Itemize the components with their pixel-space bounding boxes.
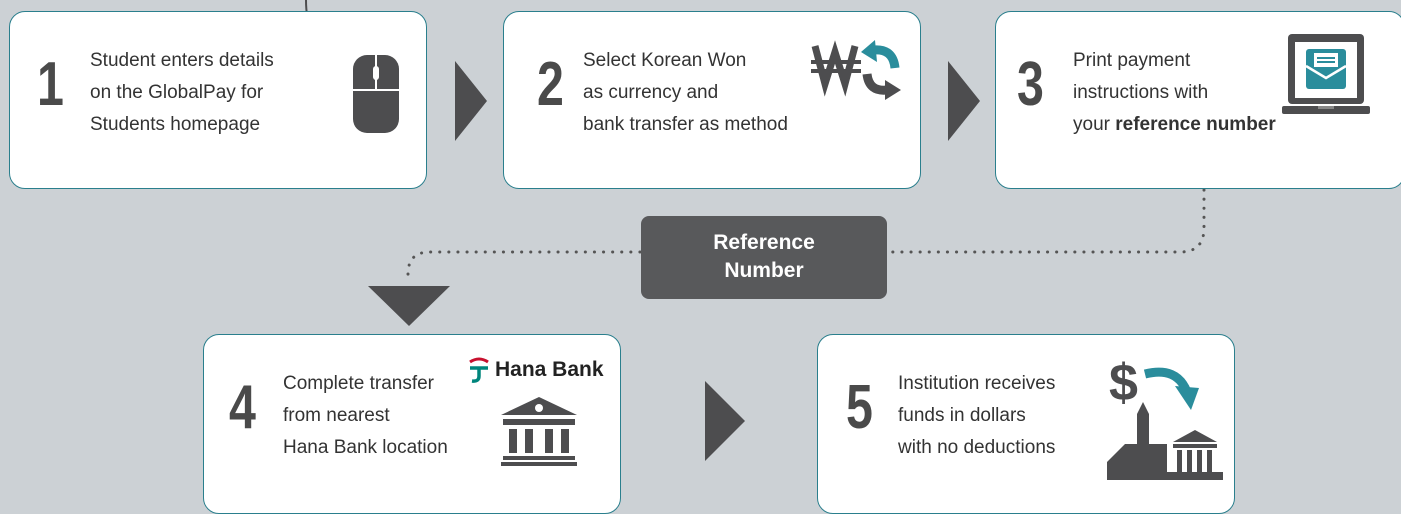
svg-text:$: $: [1109, 354, 1138, 412]
flow-arrow-right: [705, 381, 745, 461]
step-text-line: bank transfer as method: [583, 114, 788, 135]
step-description: Complete transfer from nearest Hana Bank…: [283, 368, 448, 464]
step-text-line: Print payment: [1073, 50, 1191, 71]
step-number: 3: [1017, 50, 1044, 119]
bank-icon: [501, 397, 577, 466]
reference-number-box: Reference Number: [641, 216, 887, 299]
step-text-prefix: your: [1073, 114, 1116, 135]
step-text-line-3: your reference number: [1073, 109, 1276, 141]
reference-label-line2: Number: [724, 259, 804, 282]
step-2-card: 2 Select Korean Won as currency and bank…: [503, 11, 921, 189]
step-text-line: Hana Bank location: [283, 437, 448, 458]
hana-bank-logo-icon: [469, 357, 489, 383]
step-description: Institution receives funds in dollars wi…: [898, 368, 1055, 464]
step-text-line: Complete transfer: [283, 373, 435, 394]
step-text-line: Students homepage: [90, 114, 261, 135]
step-text-line: instructions with: [1073, 82, 1209, 103]
step-text-line: as currency and: [583, 82, 719, 103]
step-number: 1: [37, 50, 64, 119]
step-text-line: Student enters details: [90, 50, 274, 71]
step-description: Print payment instructions with your ref…: [1073, 45, 1276, 141]
step-text-line: from nearest: [283, 405, 390, 426]
step-text-line: funds in dollars: [898, 405, 1026, 426]
step-number: 5: [846, 373, 873, 442]
won-exchange-icon: [811, 40, 901, 100]
flow-arrow-right: [455, 61, 487, 141]
step-text-line: Institution receives: [898, 373, 1056, 394]
step-text-line: Select Korean Won: [583, 50, 747, 71]
step-number: 2: [537, 50, 564, 119]
flow-arrow-down: [368, 286, 450, 326]
reference-label-line1: Reference: [713, 231, 815, 254]
flow-arrow-right: [948, 61, 980, 141]
mouse-icon: [353, 55, 399, 133]
dollar-institution-icon: $: [1107, 354, 1223, 480]
hana-bank-logo-text: Hana Bank: [495, 358, 604, 381]
step-number: 4: [229, 373, 256, 442]
step-text-line: on the GlobalPay for: [90, 82, 264, 103]
laptop-mail-icon: [1282, 34, 1370, 114]
step-text-line: with no deductions: [898, 437, 1056, 458]
reference-number-emphasis: reference number: [1115, 114, 1276, 135]
step-description: Student enters details on the GlobalPay …: [90, 45, 274, 141]
step-description: Select Korean Won as currency and bank t…: [583, 45, 788, 141]
step-5-card: 5 Institution receives funds in dollars …: [817, 334, 1235, 514]
